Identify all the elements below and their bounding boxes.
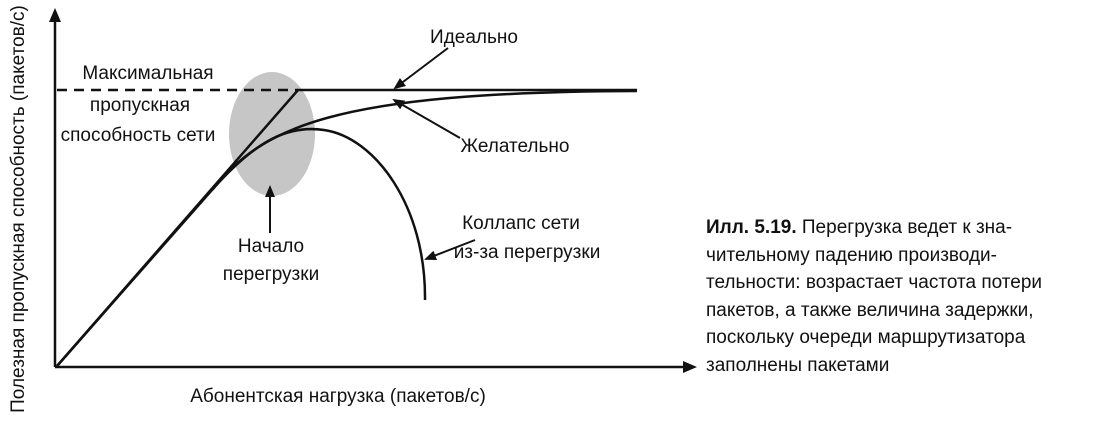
congestion-chart: Полезная пропускная способность (пакетов… (8, 5, 697, 413)
annotation-ideal: Идеально (430, 27, 518, 48)
desirable-pointer-arrow (392, 99, 461, 139)
annotation-desirable: Желательно (461, 136, 570, 157)
collapse-pointer-arrow (424, 239, 476, 261)
figure-caption: Илл. 5.19. Перегрузка ведет к зна- чител… (706, 214, 1101, 379)
annotation-max-capacity-line-2: пропускная (90, 95, 190, 116)
annotation-max-capacity-line-1: Максимальная (82, 63, 213, 84)
caption-line-2: чительному падению производи- (706, 244, 997, 266)
caption-line-4: пакетов, а также величина задержки, (706, 299, 1034, 321)
annotation-max-capacity-line-3: способность сети (61, 125, 216, 146)
y-axis-label: Полезная пропускная способность (пакетов… (8, 5, 29, 413)
x-axis-label: Абонентская нагрузка (пакетов/с) (190, 386, 486, 407)
series-collapse-line (211, 127, 427, 301)
caption-number: Илл. 5.19. (706, 217, 797, 238)
annotation-congestion-start-line-2: перегрузки (223, 264, 319, 285)
caption-line-3: тельности: возрастает частота потери (706, 272, 1043, 293)
caption-line-6: заполнены пакетами (706, 354, 890, 376)
caption-text-1: Перегрузка ведет к зна- (796, 217, 1013, 238)
ideal-pointer-arrow (393, 47, 449, 90)
congestion-onset-highlight (229, 72, 315, 196)
y-axis-arrowhead (49, 8, 61, 22)
annotation-collapse-line-2: из-за перегрузки (454, 242, 601, 263)
x-axis-arrowhead (683, 361, 697, 373)
caption-line-5: поскольку очереди маршрутизатора (706, 327, 1026, 348)
annotation-collapse-line-1: Коллапс сети (462, 213, 580, 234)
annotation-congestion-start-line-1: Начало (238, 236, 304, 257)
caption-line-1: Илл. 5.19. Перегрузка ведет к зна- (706, 214, 1101, 242)
